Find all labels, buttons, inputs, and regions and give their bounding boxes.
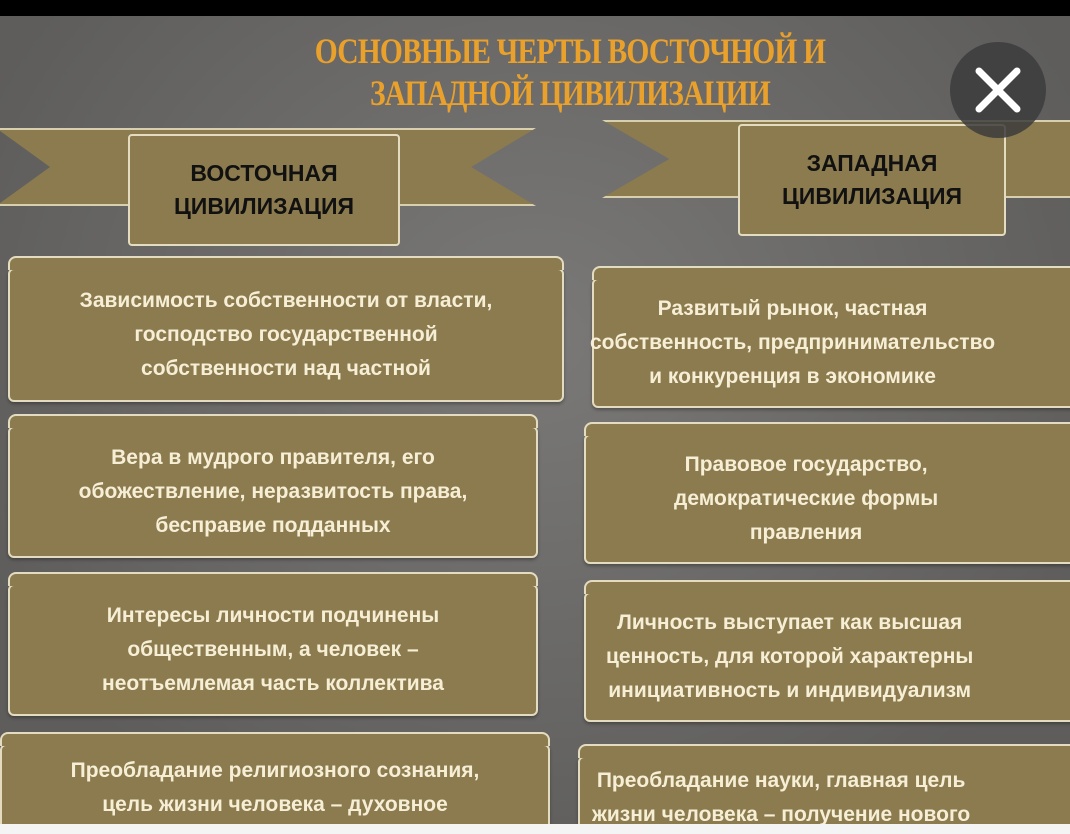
west-item: Преобладание науки, главная цель жизни ч… — [578, 744, 1070, 824]
west-header-text: ЗАПАДНАЯ ЦИВИЛИЗАЦИЯ — [781, 150, 963, 209]
west-item-text: Правовое государство, демократические фо… — [674, 453, 939, 544]
west-item-text: Преобладание науки, главная цель жизни ч… — [592, 769, 971, 824]
top-bar — [0, 0, 1070, 16]
east-item-text: Вера в мудрого правителя, его обожествле… — [78, 446, 468, 537]
east-item: Зависимость собственности от власти, гос… — [8, 256, 564, 402]
west-item-text: Развитый рынок, частная собственность, п… — [590, 297, 996, 388]
west-item: Правовое государство, демократические фо… — [584, 422, 1070, 564]
east-header: ВОСТОЧНАЯ ЦИВИЛИЗАЦИЯ — [128, 134, 400, 246]
west-item-text: Личность выступает как высшая ценность, … — [606, 611, 974, 702]
west-item: Личность выступает как высшая ценность, … — [584, 580, 1070, 722]
image-view: ОСНОВНЫЕ ЧЕРТЫ ВОСТОЧНОЙ И ЗАПАДНОЙ ЦИВИ… — [0, 16, 1070, 824]
west-item: Развитый рынок, частная собственность, п… — [590, 266, 1070, 408]
title-text: ОСНОВНЫЕ ЧЕРТЫ ВОСТОЧНОЙ И ЗАПАДНОЙ ЦИВИ… — [314, 31, 826, 113]
east-item-text: Зависимость собственности от власти, гос… — [79, 289, 493, 380]
east-item-text: Преобладание религиозного сознания, цель… — [70, 759, 480, 816]
close-button[interactable] — [950, 42, 1046, 138]
east-item-text: Интересы личности подчинены общественным… — [102, 604, 444, 695]
east-item: Вера в мудрого правителя, его обожествле… — [8, 414, 538, 558]
west-header: ЗАПАДНАЯ ЦИВИЛИЗАЦИЯ — [738, 124, 1006, 236]
east-item: Интересы личности подчинены общественным… — [8, 572, 538, 716]
east-header-text: ВОСТОЧНАЯ ЦИВИЛИЗАЦИЯ — [173, 160, 355, 219]
bottom-bar — [0, 824, 1070, 834]
close-icon — [975, 67, 1021, 113]
east-item: Преобладание религиозного сознания, цель… — [0, 732, 550, 824]
infographic-title: ОСНОВНЫЕ ЧЕРТЫ ВОСТОЧНОЙ И ЗАПАДНОЙ ЦИВИ… — [267, 30, 874, 114]
